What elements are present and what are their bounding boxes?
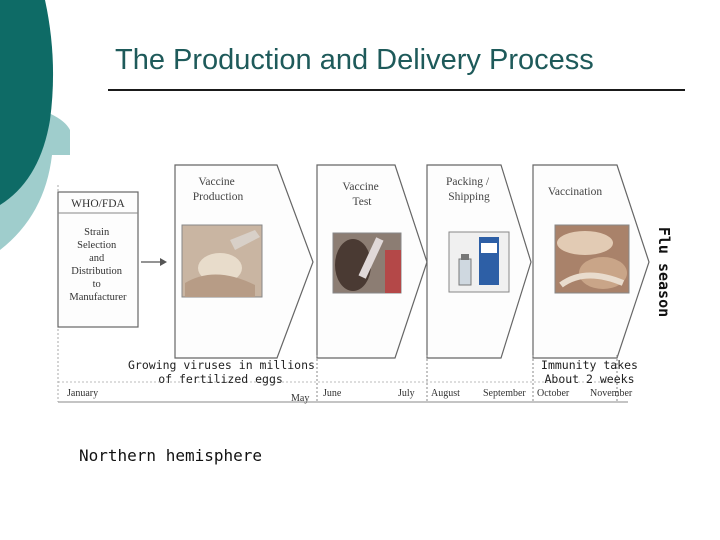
production-caption: Growing viruses in millions of fertilize…: [128, 358, 315, 386]
stage-test-label: Vaccine Test: [342, 181, 381, 208]
slide-title: The Production and Delivery Process: [115, 44, 594, 76]
production-caption-line-1: Growing viruses in millions: [128, 358, 315, 372]
month-may: May: [291, 393, 309, 404]
hemisphere-label: Northern hemisphere: [79, 446, 263, 465]
vaccination-caption-line-1: Immunity takes: [541, 358, 638, 372]
month-labels: January May June July August September O…: [67, 388, 633, 404]
flu-season-label: Flu season: [655, 226, 673, 318]
month-august: August: [431, 388, 460, 399]
flu-season-label-wrapper: Flu season: [655, 217, 673, 327]
arm-injection-photo: [554, 224, 630, 294]
production-caption-line-2: of fertilized eggs: [158, 372, 283, 386]
vaccine-vial-box-photo: [448, 231, 510, 293]
process-diagram: WHO/FDA Strain Selection and Distributio…: [57, 164, 650, 404]
who-fda-heading: WHO/FDA: [71, 198, 125, 210]
month-october: October: [537, 388, 570, 399]
month-september: September: [483, 388, 526, 399]
title-underline: [108, 89, 685, 91]
who-fda-box: [57, 191, 139, 328]
vaccination-caption-line-2: About 2 weeks: [544, 372, 635, 386]
corner-dark-shape: [0, 0, 54, 205]
hands-holding-egg-photo: [181, 224, 263, 298]
stage-production-label: Vaccine Production: [193, 176, 244, 203]
stage-vaccination-label: Vaccination: [548, 186, 603, 198]
vaccination-caption: Immunity takes About 2 weeks: [532, 358, 647, 386]
month-july: July: [398, 388, 415, 399]
who-fda-body: Strain Selection and Distribution to Man…: [69, 227, 127, 303]
stage-packing-label: Packing / Shipping: [446, 176, 492, 203]
month-june: June: [323, 388, 342, 399]
month-november: November: [590, 388, 633, 399]
lab-test-tube-photo: [332, 232, 402, 294]
corner-decoration: [0, 0, 70, 250]
month-january: January: [67, 388, 98, 399]
